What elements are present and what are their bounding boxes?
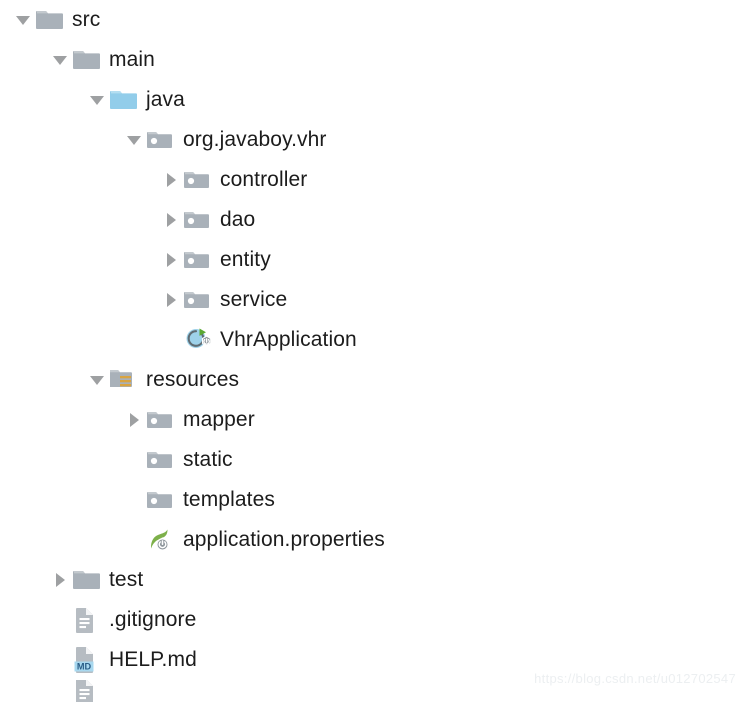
tree-item-label: HELP.md [109, 648, 197, 671]
spring-leaf-icon [147, 527, 177, 553]
tree-indent [0, 260, 162, 261]
package-icon [184, 207, 214, 233]
package-icon [147, 127, 177, 153]
tree-indent [0, 100, 88, 101]
package-icon [184, 287, 214, 313]
tree-arrow-placeholder [125, 529, 147, 551]
tree-item-label: main [109, 48, 155, 71]
package-icon [184, 247, 214, 273]
tree-indent [0, 460, 125, 461]
tree-arrow-placeholder [51, 680, 73, 702]
tree-item-label: src [72, 8, 101, 31]
tree-indent [0, 420, 125, 421]
tree-row[interactable]: dao [0, 200, 748, 240]
text-file-icon [73, 680, 103, 702]
chevron-down-icon[interactable] [14, 9, 36, 31]
chevron-right-icon[interactable] [162, 209, 184, 231]
tree-item-label: java [146, 88, 185, 111]
tree-item-label: application.properties [183, 528, 385, 551]
folder-gray-icon [73, 567, 103, 593]
package-icon [184, 167, 214, 193]
chevron-down-icon[interactable] [125, 129, 147, 151]
tree-indent [0, 380, 88, 381]
tree-indent [0, 540, 125, 541]
tree-indent [0, 691, 51, 692]
tree-row[interactable]: application.properties [0, 520, 748, 560]
tree-row[interactable]: controller [0, 160, 748, 200]
tree-row[interactable]: java [0, 80, 748, 120]
package-icon [147, 447, 177, 473]
tree-row[interactable]: templates [0, 480, 748, 520]
tree-indent [0, 300, 162, 301]
tree-row[interactable]: org.javaboy.vhr [0, 120, 748, 160]
package-icon [147, 407, 177, 433]
folder-gray-icon [36, 7, 66, 33]
tree-item-label: VhrApplication [220, 328, 357, 351]
tree-indent [0, 220, 162, 221]
text-file-icon [73, 607, 103, 633]
tree-item-label: dao [220, 208, 256, 231]
chevron-right-icon[interactable] [125, 409, 147, 431]
svg-text:MD: MD [77, 661, 92, 671]
tree-row[interactable]: resources [0, 360, 748, 400]
tree-row[interactable]: test [0, 560, 748, 600]
folder-source-root-icon [110, 87, 140, 113]
tree-row[interactable]: main [0, 40, 748, 80]
tree-indent [0, 140, 125, 141]
tree-row[interactable]: MD HELP.md [0, 640, 748, 680]
tree-item-label: static [183, 448, 233, 471]
tree-item-label: mapper [183, 408, 255, 431]
tree-arrow-placeholder [162, 329, 184, 351]
watermark: https://blog.csdn.net/u012702547 [534, 671, 736, 686]
tree-item-label: resources [146, 368, 240, 391]
folder-resources-icon [110, 367, 140, 393]
folder-gray-icon [73, 47, 103, 73]
tree-item-label: service [220, 288, 288, 311]
tree-indent [0, 60, 51, 61]
tree-indent [0, 20, 14, 21]
tree-item-label: entity [220, 248, 271, 271]
tree-row[interactable]: mapper [0, 400, 748, 440]
tree-item-label: test [109, 568, 144, 591]
chevron-down-icon[interactable] [51, 49, 73, 71]
tree-row[interactable]: entity [0, 240, 748, 280]
tree-item-label: org.javaboy.vhr [183, 128, 327, 151]
tree-indent [0, 660, 51, 661]
chevron-right-icon[interactable] [51, 569, 73, 591]
chevron-down-icon[interactable] [88, 89, 110, 111]
chevron-right-icon[interactable] [162, 289, 184, 311]
tree-indent [0, 500, 125, 501]
tree-row[interactable]: VhrApplication [0, 320, 748, 360]
tree-item-label: controller [220, 168, 308, 191]
markdown-file-icon: MD [73, 647, 103, 673]
tree-indent [0, 620, 51, 621]
chevron-down-icon[interactable] [88, 369, 110, 391]
tree-indent [0, 340, 162, 341]
tree-arrow-placeholder [125, 489, 147, 511]
tree-row[interactable]: static [0, 440, 748, 480]
tree-row[interactable]: src [0, 0, 748, 40]
package-icon [147, 487, 177, 513]
tree-arrow-placeholder [51, 609, 73, 631]
chevron-right-icon[interactable] [162, 249, 184, 271]
spring-boot-run-icon [184, 327, 214, 353]
tree-arrow-placeholder [51, 649, 73, 671]
tree-item-label: .gitignore [109, 608, 197, 631]
tree-item-label: templates [183, 488, 275, 511]
tree-indent [0, 180, 162, 181]
tree-row[interactable]: .gitignore [0, 600, 748, 640]
tree-indent [0, 580, 51, 581]
tree-arrow-placeholder [125, 449, 147, 471]
tree-row[interactable]: service [0, 280, 748, 320]
chevron-right-icon[interactable] [162, 169, 184, 191]
